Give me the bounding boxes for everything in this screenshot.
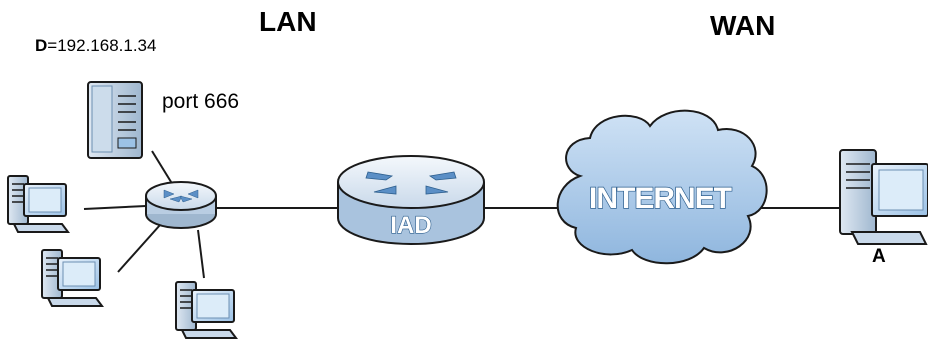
remote-computer-icon bbox=[839, 149, 928, 245]
server-address-value: =192.168.1.34 bbox=[47, 36, 157, 55]
cloud-icon: INTERNET bbox=[556, 109, 768, 265]
server-address-prefix: D bbox=[35, 36, 48, 55]
link-pc3-switch bbox=[197, 229, 205, 279]
router-label: IAD bbox=[390, 212, 431, 239]
switch-icon bbox=[145, 181, 217, 229]
computer-icon bbox=[175, 281, 237, 339]
link-pc2-switch bbox=[117, 224, 161, 273]
lan-zone-label: LAN bbox=[259, 6, 317, 37]
cloud-label: INTERNET bbox=[589, 182, 732, 215]
server-port-label: port 666 bbox=[162, 90, 240, 113]
wan-zone-label: WAN bbox=[710, 10, 776, 41]
link-pc1-switch bbox=[83, 205, 147, 210]
server-address: D=192.168.1.34 bbox=[35, 36, 156, 56]
server-icon bbox=[87, 81, 143, 159]
remote-host-label: A bbox=[872, 246, 886, 267]
computer-icon bbox=[7, 175, 69, 233]
router-icon: IAD bbox=[337, 155, 485, 245]
computer-icon bbox=[41, 249, 103, 307]
